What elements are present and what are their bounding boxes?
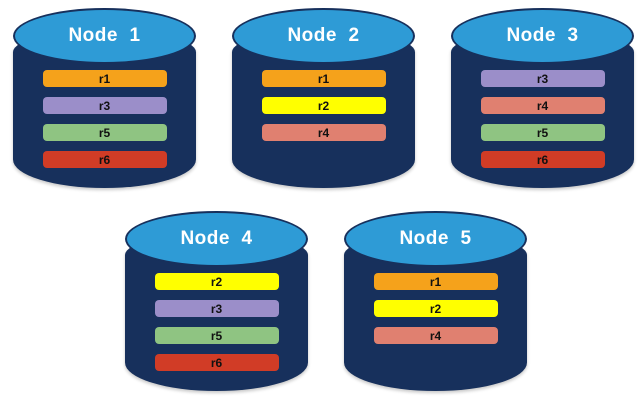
record-bar-r4[interactable]: r4 xyxy=(261,124,386,141)
record-bar-r1[interactable]: r1 xyxy=(261,70,386,87)
node-title: Node 5 xyxy=(399,228,472,249)
cylinder-top-ellipse xyxy=(125,211,308,267)
record-list: r3 r4 r5 r6 xyxy=(451,60,634,178)
node-cylinder-1[interactable]: Node 1 r1 r3 r5 r6 xyxy=(13,8,196,188)
record-bar-r2[interactable]: r2 xyxy=(261,97,386,114)
node-title: Node 3 xyxy=(506,25,579,46)
record-bar-r6[interactable]: r6 xyxy=(42,151,167,168)
record-bar-r5[interactable]: r5 xyxy=(154,327,279,344)
node-cylinder-2[interactable]: Node 2 r1 r2 r4 xyxy=(232,8,415,188)
node-cylinder-3[interactable]: Node 3 r3 r4 r5 r6 xyxy=(451,8,634,188)
record-bar-r6[interactable]: r6 xyxy=(480,151,605,168)
record-bar-r3[interactable]: r3 xyxy=(42,97,167,114)
record-list: r2 r3 r5 r6 xyxy=(125,263,308,381)
record-bar-r2[interactable]: r2 xyxy=(154,273,279,290)
node-cylinder-4[interactable]: Node 4 r2 r3 r5 r6 xyxy=(125,211,308,391)
node-title: Node 4 xyxy=(180,228,253,249)
record-list: r1 r2 r4 xyxy=(344,263,527,354)
cylinder-top-ellipse xyxy=(232,8,415,64)
record-bar-r1[interactable]: r1 xyxy=(42,70,167,87)
record-bar-r5[interactable]: r5 xyxy=(42,124,167,141)
record-list: r1 r3 r5 r6 xyxy=(13,60,196,178)
record-bar-r4[interactable]: r4 xyxy=(480,97,605,114)
record-bar-r3[interactable]: r3 xyxy=(154,300,279,317)
node-title: Node 2 xyxy=(287,25,360,46)
cylinder-top-ellipse xyxy=(344,211,527,267)
record-bar-r1[interactable]: r1 xyxy=(373,273,498,290)
record-bar-r3[interactable]: r3 xyxy=(480,70,605,87)
record-list: r1 r2 r4 xyxy=(232,60,415,151)
record-bar-r4[interactable]: r4 xyxy=(373,327,498,344)
cylinder-top-ellipse xyxy=(451,8,634,64)
node-cylinder-5[interactable]: Node 5 r1 r2 r4 xyxy=(344,211,527,391)
record-bar-r2[interactable]: r2 xyxy=(373,300,498,317)
record-bar-r5[interactable]: r5 xyxy=(480,124,605,141)
node-title: Node 1 xyxy=(68,25,141,46)
record-bar-r6[interactable]: r6 xyxy=(154,354,279,371)
cylinder-top-ellipse xyxy=(13,8,196,64)
